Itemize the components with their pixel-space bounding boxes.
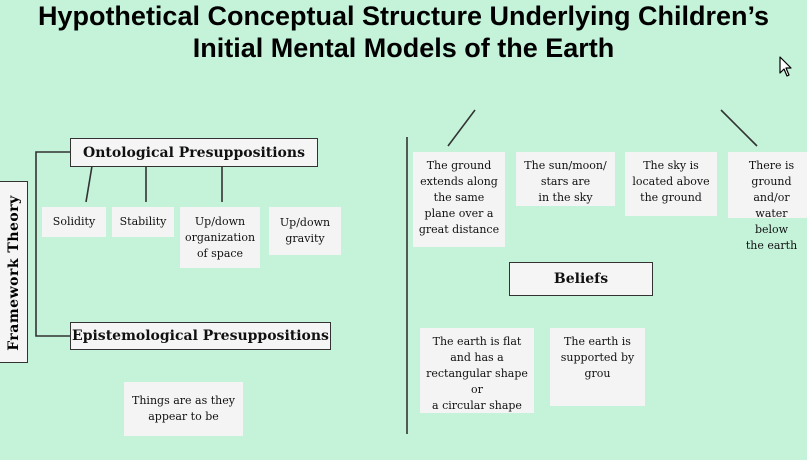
belief-supported-earth: The earth is supported by grou bbox=[550, 328, 645, 406]
framework-theory-label: Framework Theory bbox=[0, 181, 28, 363]
title-line-2: Initial Mental Models of the Earth bbox=[192, 33, 615, 63]
ontological-presuppositions-header: Ontological Presuppositions bbox=[70, 138, 318, 167]
belief-flat-earth: The earth is flat and has a rectangular … bbox=[420, 328, 534, 413]
belief-sun-moon-stars: The sun/moon/ stars are in the sky bbox=[516, 152, 615, 206]
framework-theory-text: Framework Theory bbox=[6, 195, 22, 351]
beliefs-header: Beliefs bbox=[509, 262, 653, 296]
onto-item-updown-space: Up/down organization of space bbox=[180, 207, 260, 268]
connector-belief-right bbox=[720, 109, 758, 147]
connector-solidity bbox=[85, 165, 93, 203]
episto-item-appearance: Things are as they appear to be bbox=[124, 382, 243, 436]
onto-item-stability: Stability bbox=[112, 207, 174, 237]
belief-ground-below: There is ground and/or water below the e… bbox=[728, 152, 807, 252]
mouse-pointer-icon bbox=[779, 56, 792, 77]
belief-sky-above: The sky is located above the ground bbox=[625, 152, 717, 216]
diagram-title: Hypothetical Conceptual Structure Underl… bbox=[0, 0, 807, 64]
title-line-1: Hypothetical Conceptual Structure Underl… bbox=[37, 1, 770, 31]
epistemological-presuppositions-header: Epistemological Presuppositions bbox=[70, 322, 331, 350]
belief-ground-plane: The ground extends along the same plane … bbox=[413, 152, 505, 247]
onto-item-updown-gravity: Up/down gravity bbox=[269, 207, 341, 255]
bracket-ontological bbox=[35, 151, 70, 337]
onto-item-solidity: Solidity bbox=[42, 207, 106, 237]
connector-belief-left bbox=[447, 109, 476, 147]
